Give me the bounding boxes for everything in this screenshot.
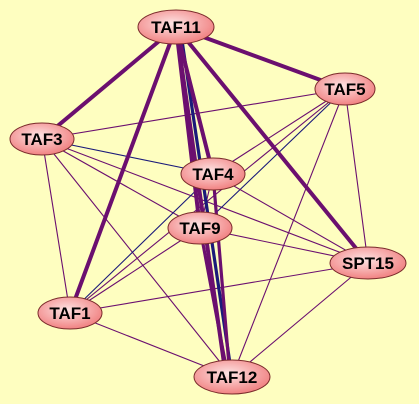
node-taf4[interactable]: TAF4 [180, 157, 246, 191]
edge-taf4-taf12 [211, 172, 232, 379]
edge-taf5-taf12 [231, 88, 346, 378]
edge-taf11-taf4 [174, 25, 215, 176]
edge-taf9-taf1 [69, 227, 201, 314]
node-label: TAF4 [192, 165, 234, 184]
node-taf9[interactable]: TAF9 [167, 211, 233, 245]
edge-taf5-spt15 [344, 88, 369, 264]
edge-taf11-taf1 [68, 25, 178, 315]
node-ellipse[interactable] [167, 211, 233, 245]
node-ellipse[interactable] [314, 72, 376, 106]
node-label: TAF9 [179, 219, 220, 238]
edge-taf11-taf12 [174, 25, 228, 379]
node-taf5[interactable]: TAF5 [314, 72, 376, 106]
node-label: TAF1 [49, 304, 90, 323]
edge-taf3-taf9 [41, 138, 201, 229]
node-label: SPT15 [342, 254, 394, 273]
node-ellipse[interactable] [180, 157, 246, 191]
edge-taf11-spt15 [174, 25, 370, 265]
edge-taf5-taf9 [199, 88, 346, 229]
node-ellipse[interactable] [329, 246, 407, 280]
node-taf1[interactable]: TAF1 [37, 296, 103, 330]
node-label: TAF5 [324, 80, 365, 99]
node-ellipse[interactable] [37, 296, 103, 330]
node-taf12[interactable]: TAF12 [193, 359, 271, 395]
node-label: TAF12 [207, 368, 258, 387]
edge-taf3-taf1 [41, 138, 71, 314]
edge-taf5-taf1 [69, 88, 346, 314]
edge-taf5-taf4 [212, 88, 346, 175]
edge-taf11-taf3 [40, 25, 178, 141]
edge-spt15-taf12 [231, 262, 369, 378]
node-taf11[interactable]: TAF11 [137, 9, 215, 45]
node-ellipse[interactable] [137, 9, 215, 45]
node-taf3[interactable]: TAF3 [9, 122, 75, 156]
edge-taf4-spt15 [212, 173, 369, 264]
edge-taf4-taf1 [69, 173, 214, 314]
node-label: TAF3 [21, 130, 62, 149]
node-label: TAF11 [151, 18, 201, 37]
edges-layer [40, 25, 370, 379]
node-spt15[interactable]: SPT15 [329, 246, 407, 280]
node-ellipse[interactable] [193, 359, 271, 395]
node-ellipse[interactable] [9, 122, 75, 156]
